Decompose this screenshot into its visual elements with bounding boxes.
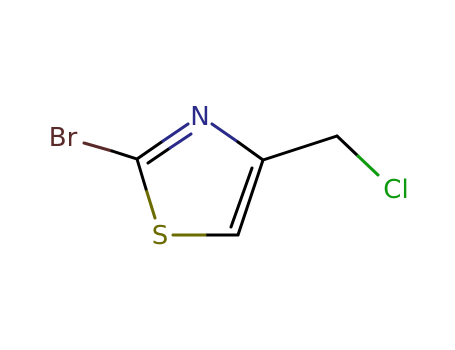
bond-c2-n-outer-c-half (135, 139, 165, 161)
bond-n-c4-n-half (210, 122, 240, 144)
bond-c4-c5-inner (229, 166, 254, 229)
atom-labels: Br N S Cl (49, 102, 409, 251)
atom-label-s: S (152, 221, 169, 251)
bond-ch2-cl-c-half (335, 134, 360, 158)
bond-br-c2-br-half (82, 141, 114, 153)
bond-c2-n-inner-c-half (146, 146, 172, 165)
bond-c2-n-outer-n-half (161, 122, 190, 143)
bond-c4-c5-outer (236, 158, 265, 237)
bond-s-c2-c-half (135, 157, 148, 191)
atom-label-br: Br (49, 123, 78, 153)
bond-n-c4-c-half (236, 140, 265, 162)
bond-br-c2-c-half (110, 149, 139, 161)
atom-label-n: N (190, 102, 209, 132)
bonds (82, 122, 380, 237)
bond-c4-ch2 (261, 134, 339, 162)
bond-ch2-cl-cl-half (356, 154, 380, 177)
bond-s-c2-s-half (144, 187, 157, 220)
bond-c2-n-inner-n-half (168, 132, 193, 150)
atom-label-cl: Cl (383, 175, 408, 205)
